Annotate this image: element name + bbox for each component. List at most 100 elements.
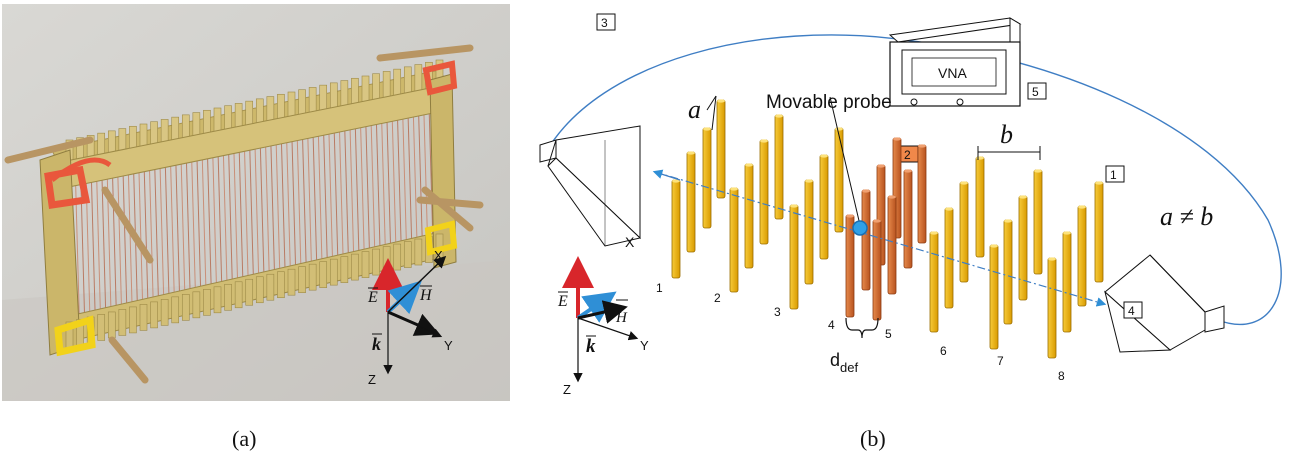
probe-marker	[852, 220, 868, 236]
spacing-a-label: a	[688, 95, 701, 124]
rod	[834, 127, 844, 233]
rod-top	[846, 214, 854, 218]
comb-tooth	[372, 248, 380, 276]
copper-wire	[217, 140, 223, 284]
rod	[1003, 219, 1013, 325]
rod-top	[904, 169, 912, 173]
comb-tooth	[160, 299, 169, 326]
rod	[1047, 257, 1057, 359]
defect-left-number: 4	[828, 318, 835, 332]
rod-top	[1095, 181, 1103, 185]
comb-tooth	[266, 273, 275, 301]
comb-tooth	[224, 283, 232, 311]
copper-wire	[412, 98, 418, 239]
movable-probe: Movable probe	[766, 92, 892, 236]
row-number: 1	[656, 281, 663, 295]
rod	[759, 139, 769, 245]
y-axis-arrow	[577, 317, 639, 341]
photo-axis-triad: E H k X Y Z	[367, 248, 453, 387]
copper-wire	[343, 113, 349, 255]
copper-wire	[296, 123, 302, 266]
copper-wire	[222, 139, 228, 283]
probe-label: Movable probe	[766, 92, 892, 113]
copper-wire	[74, 170, 80, 317]
vna-instrument: VNA	[888, 17, 1022, 107]
tag-probe: 2	[904, 148, 911, 162]
comb-tooth	[255, 276, 264, 304]
rod-top	[760, 139, 768, 143]
copper-wire	[153, 153, 159, 299]
schematic-panel: VNA 3 2 5 1 4 Movable probe a	[539, 13, 1282, 397]
copper-wire	[280, 126, 286, 270]
comb-tooth	[129, 306, 137, 334]
rod	[1062, 231, 1072, 333]
rod-top	[976, 156, 984, 160]
copper-wire	[417, 97, 423, 238]
copper-wire	[312, 119, 318, 263]
copper-wire	[359, 109, 365, 252]
comb-tooth	[97, 314, 106, 341]
comb-tooth	[340, 256, 349, 283]
copper-wire	[349, 112, 355, 254]
numbered-tags: 3 2 5 1 4	[596, 13, 1143, 319]
comb-tooth	[118, 309, 127, 336]
spacing-b-label: b	[1000, 120, 1013, 149]
tag-lattice: 1	[1110, 168, 1117, 182]
rod-top	[930, 231, 938, 235]
rod-top	[1019, 195, 1027, 199]
copper-wire	[238, 135, 244, 280]
copper-wire	[375, 106, 381, 248]
rod	[774, 114, 784, 220]
copper-wire	[227, 138, 233, 282]
copper-wire	[180, 148, 186, 293]
rod-top	[1063, 231, 1071, 235]
comb-tooth	[245, 278, 254, 306]
copper-wire	[275, 127, 281, 271]
comb-tooth	[150, 301, 158, 329]
defect-right-number: 5	[885, 327, 892, 341]
schematic-axis-triad: E H k Y Z	[557, 256, 649, 397]
copper-wire	[259, 131, 265, 275]
caption-b: (b)	[860, 426, 886, 451]
rod	[1077, 205, 1087, 307]
rod	[1018, 195, 1028, 301]
copper-wire	[159, 152, 165, 298]
copper-wire	[143, 156, 149, 301]
inequality-label: a ≠ b	[1160, 202, 1213, 231]
x-axis-label: X	[434, 248, 443, 263]
copper-wire	[148, 155, 154, 300]
row-number: 8	[1058, 369, 1065, 383]
rod-top	[1048, 257, 1056, 261]
copper-wire	[317, 118, 323, 261]
comb-tooth	[308, 263, 317, 291]
rod-top	[1004, 219, 1012, 223]
h-label: H	[419, 287, 433, 304]
copper-wire	[264, 130, 270, 273]
row-number: 7	[997, 354, 1004, 368]
comb-tooth	[414, 238, 423, 266]
copper-wire	[422, 96, 428, 237]
photo-panel: E H k X Y Z	[2, 4, 510, 401]
copper-wire	[169, 150, 175, 295]
copper-wires	[69, 93, 439, 319]
rod-top	[862, 189, 870, 193]
defect-rod	[872, 219, 882, 321]
comb-tooth	[234, 281, 243, 309]
copper-wire	[333, 115, 339, 258]
comb-tooth	[287, 268, 296, 296]
rod	[716, 99, 726, 199]
rod-top	[893, 137, 901, 141]
comb-tooth	[403, 241, 412, 268]
defect-spacing-label: ddef	[830, 350, 858, 375]
tag-cable: 3	[601, 16, 608, 30]
rod	[929, 231, 939, 333]
copper-wire	[269, 129, 275, 272]
y-axis-label: Y	[444, 338, 453, 353]
rod-top	[820, 154, 828, 158]
wave-path	[654, 171, 1107, 307]
rubber-bands	[44, 60, 458, 357]
copper-wire	[201, 143, 207, 288]
copper-wire	[407, 99, 413, 241]
